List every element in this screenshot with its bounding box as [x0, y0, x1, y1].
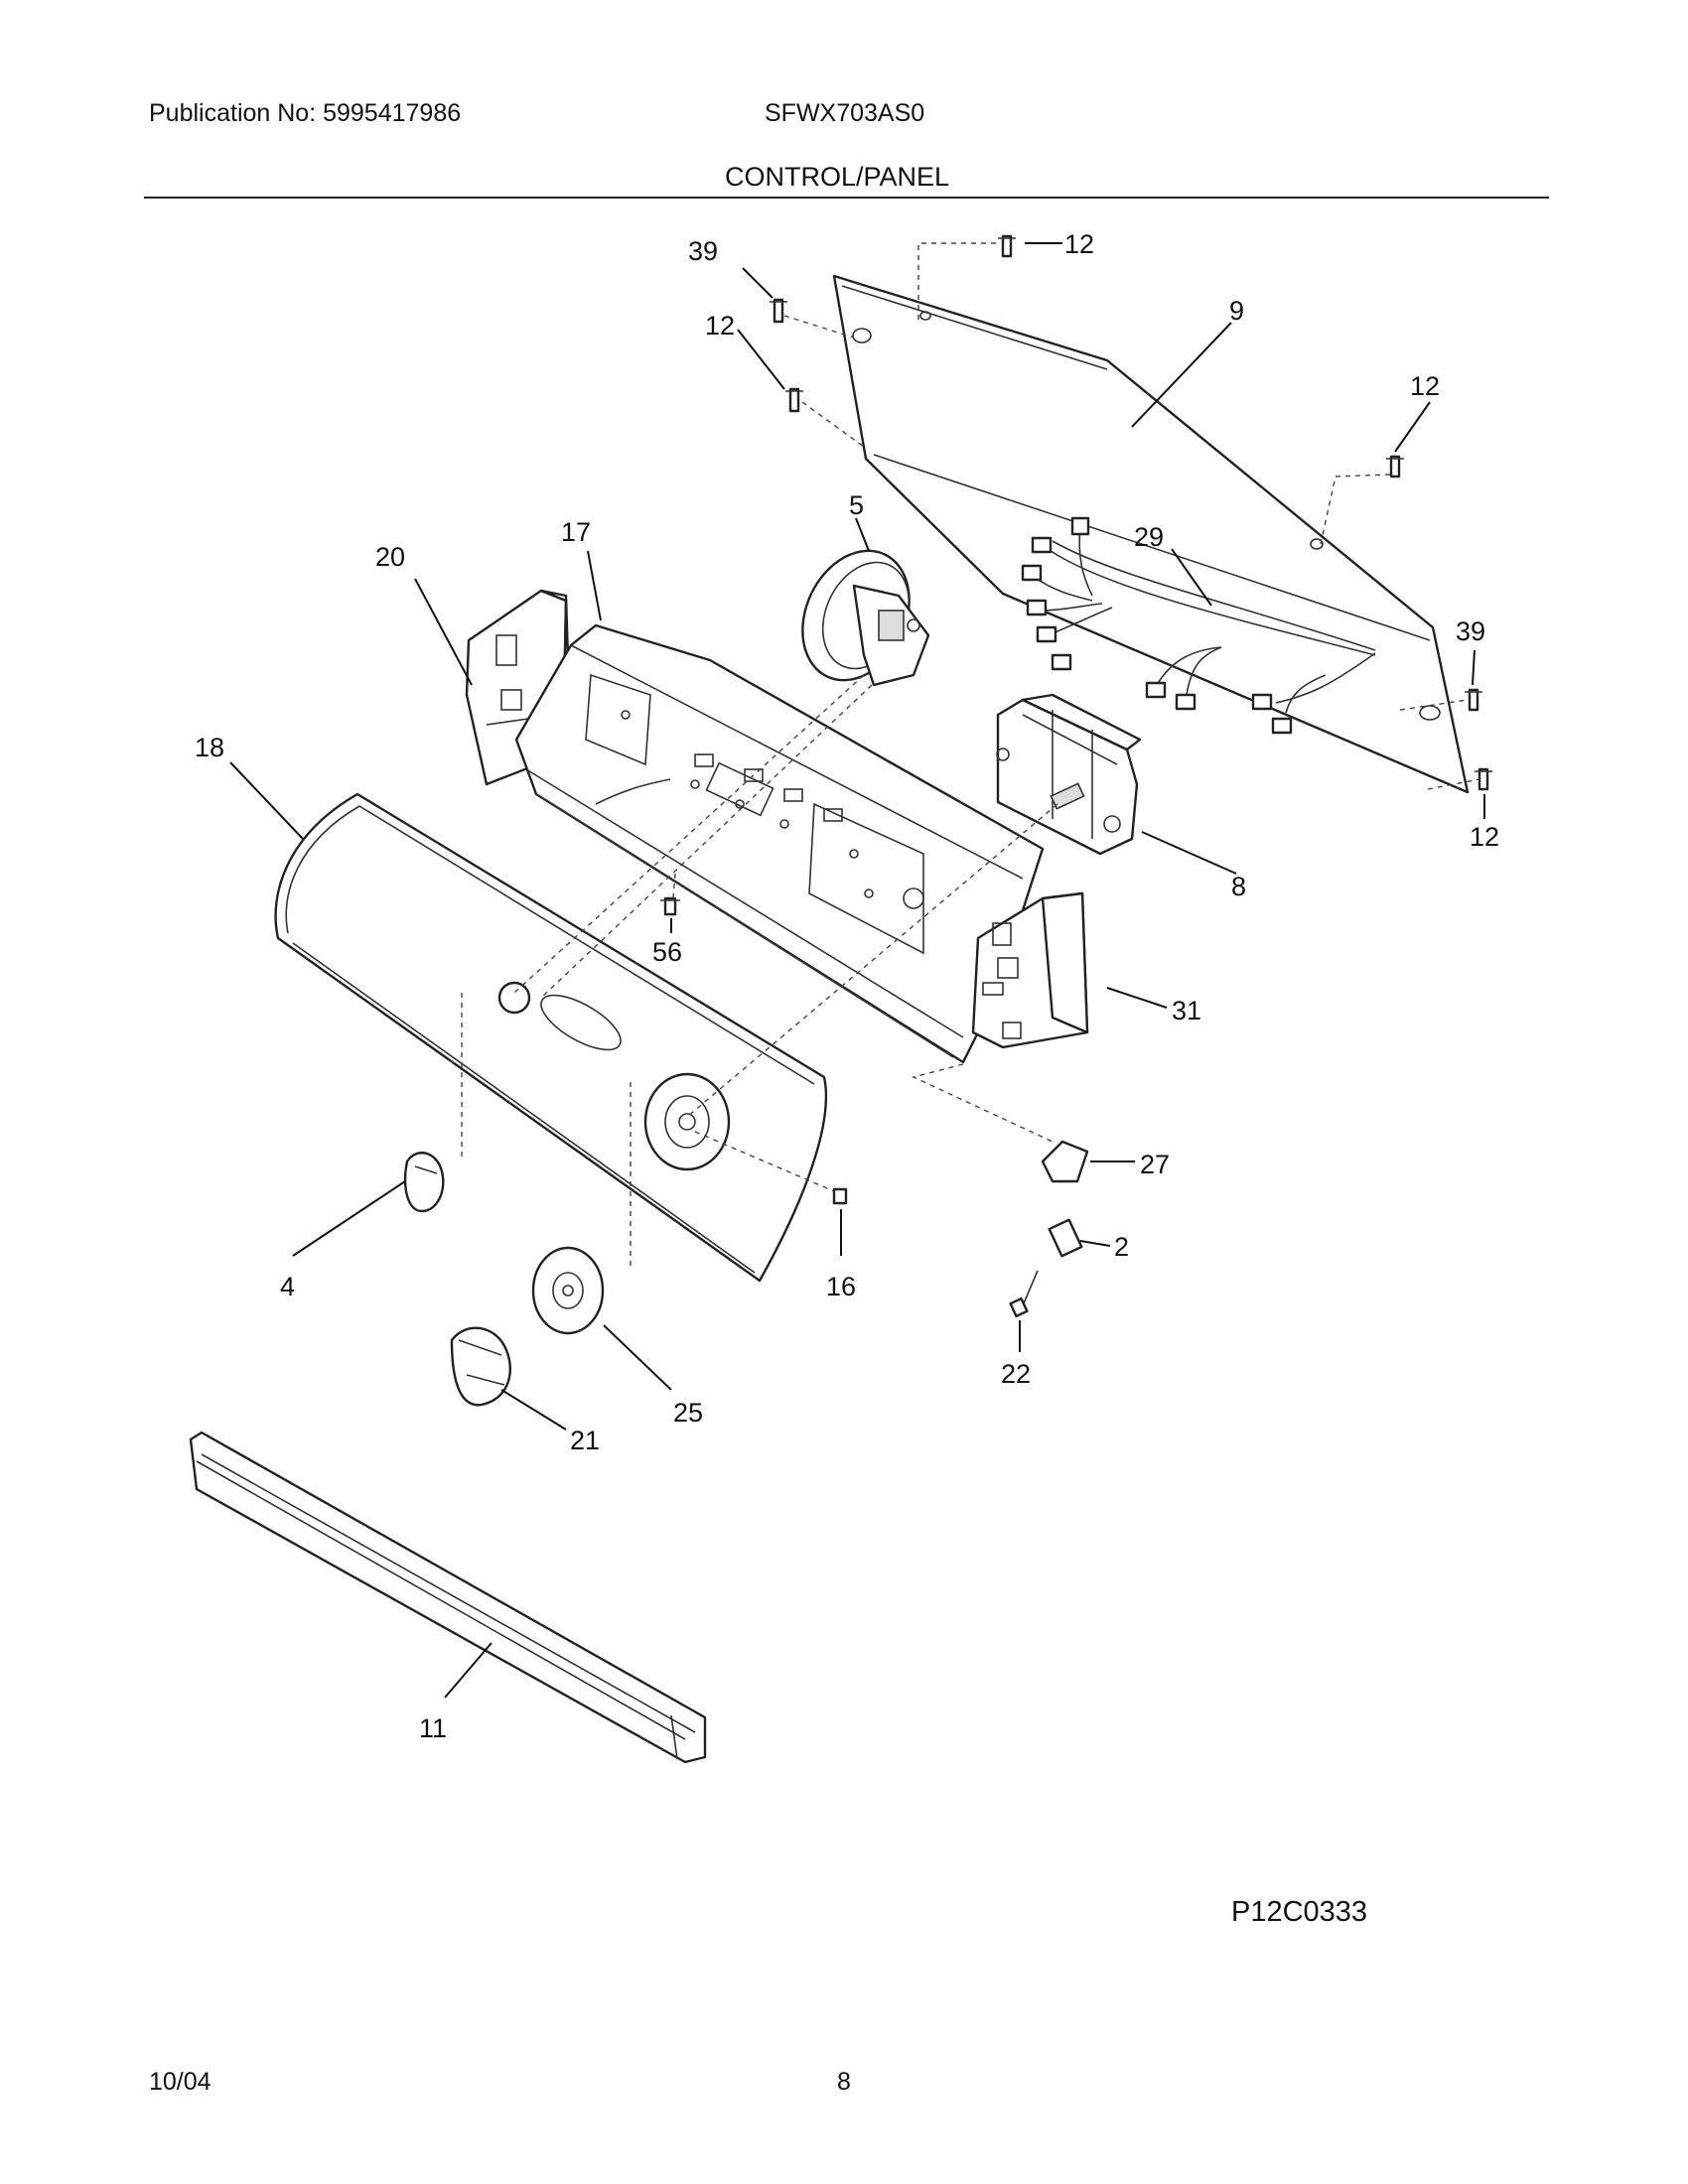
model-number: SFWX703AS0	[765, 99, 925, 127]
callout-12: 12	[705, 311, 735, 341]
callout-5: 5	[849, 490, 864, 520]
callout-8: 8	[1231, 872, 1246, 901]
part-5-encoder-assembly	[801, 549, 930, 687]
callout-9: 9	[1229, 296, 1244, 326]
fasteners	[660, 234, 1492, 1318]
part-21-large-knob	[450, 1326, 511, 1407]
part-8-timer-switch	[996, 693, 1142, 856]
publication-number: Publication No: 5995417986	[149, 99, 462, 127]
screw-39-right	[1465, 688, 1482, 712]
callout-20: 20	[375, 542, 405, 572]
callout-labels: 39 12 12 9 12 5 17 20 29 39 18 12 8 56 3…	[195, 229, 1499, 1743]
callout-21: 21	[570, 1426, 600, 1455]
callout-12: 12	[1470, 822, 1499, 852]
page-number: 8	[837, 2068, 851, 2096]
callout-27: 27	[1140, 1150, 1170, 1179]
header-rule	[144, 197, 1549, 199]
callout-18: 18	[195, 733, 224, 762]
part-29-wire-harness	[1021, 516, 1376, 735]
callout-25: 25	[673, 1398, 703, 1428]
callout-11: 11	[419, 1713, 447, 1743]
callout-17: 17	[561, 517, 591, 547]
callout-39: 39	[1456, 616, 1485, 646]
callout-12: 12	[1064, 229, 1094, 259]
screw-39-top	[770, 298, 787, 324]
callout-16: 16	[826, 1272, 856, 1301]
screw-22	[1009, 1270, 1039, 1318]
callout-22: 22	[1001, 1359, 1031, 1389]
callout-29: 29	[1134, 522, 1164, 552]
assembly-paths	[461, 242, 1480, 1271]
screw-16	[832, 1187, 848, 1205]
part-25-knob-skirt	[531, 1246, 605, 1335]
callout-4: 4	[280, 1272, 295, 1301]
callout-56: 56	[652, 937, 682, 967]
part-17-console-housing	[514, 623, 1045, 1064]
publication-date: 10/04	[149, 2068, 211, 2096]
screw-12-top	[998, 234, 1016, 258]
screw-12-left	[785, 387, 803, 413]
callout-12: 12	[1410, 371, 1440, 401]
callout-39: 39	[688, 236, 718, 266]
bracket-27	[1041, 1140, 1089, 1183]
part-9-rear-panel	[832, 274, 1470, 794]
callout-31: 31	[1172, 996, 1201, 1025]
diagram-code: P12C0333	[1231, 1896, 1368, 1928]
screw-56	[660, 896, 680, 916]
callout-2: 2	[1114, 1232, 1129, 1262]
screw-12-right	[1386, 455, 1404, 478]
leader-lines	[229, 242, 1485, 1699]
section-title: CONTROL/PANEL	[725, 162, 950, 192]
part-18-front-panel	[274, 792, 828, 1283]
spacer-2	[1048, 1218, 1083, 1258]
part-4-small-knob	[403, 1152, 445, 1213]
part-31-right-end-cap	[971, 891, 1089, 1049]
part-11-trim-strip	[189, 1431, 707, 1764]
